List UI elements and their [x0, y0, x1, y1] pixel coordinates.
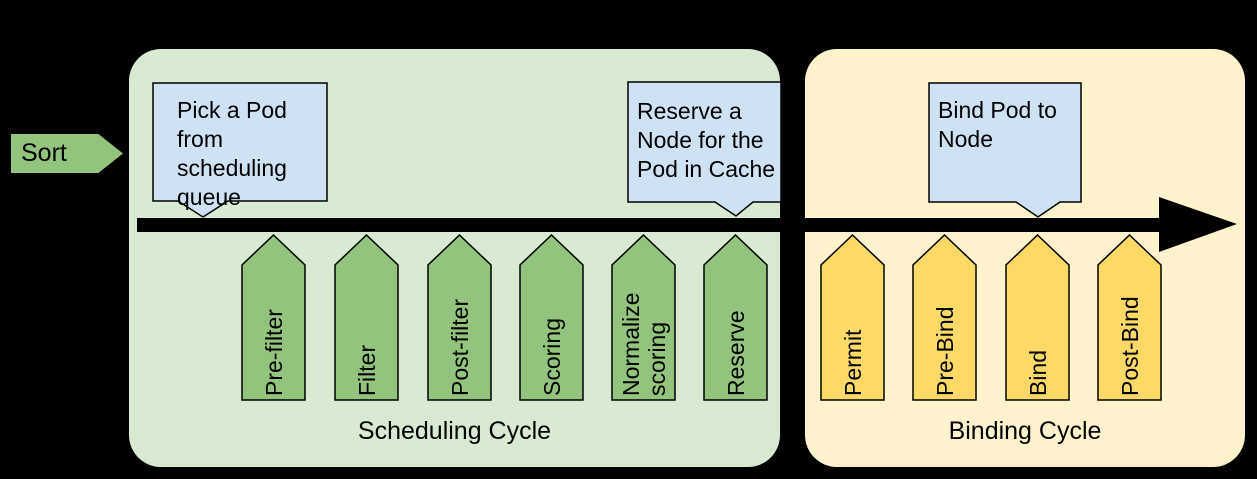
- stage-label: Filter: [353, 344, 380, 396]
- sort-arrow-icon: Sort: [11, 134, 123, 173]
- stage-pre-filter: Pre-filter: [241, 234, 306, 401]
- stage-label: Pre-filter: [260, 308, 287, 396]
- stage-label: Normalize scoring: [617, 292, 670, 396]
- stage-filter: Filter: [334, 234, 399, 401]
- pentagon-shape: [334, 234, 399, 401]
- stage-post-filter: Post-filter: [427, 234, 492, 401]
- callout-text: Reserve a Node for the Pod in Cache: [637, 98, 776, 182]
- callout-bubble-shape: [928, 82, 1082, 218]
- callout-pick-pod: Pick a Pod from scheduling queue: [152, 82, 329, 219]
- pentagon-shape: [241, 234, 306, 401]
- callout-text: Bind Pod to Node: [938, 97, 1057, 152]
- pentagon-shape: [912, 234, 977, 401]
- sort-label: Sort: [21, 139, 67, 167]
- stage-label: Reserve: [722, 310, 749, 396]
- stage-label: Post-Bind: [1116, 296, 1143, 396]
- callout-text: Pick a Pod from scheduling queue: [177, 97, 287, 210]
- stage-label: Bind: [1024, 349, 1051, 396]
- pentagon-shape: [1097, 234, 1162, 401]
- callout-reserve-node: Reserve a Node for the Pod in Cache: [627, 81, 783, 218]
- timeline-arrowhead-icon: [1159, 197, 1237, 252]
- timeline-arrow-shaft: [137, 218, 1161, 232]
- stage-normalize-scoring: Normalize scoring: [611, 234, 676, 401]
- scheduling-cycle-label: Scheduling Cycle: [357, 417, 552, 445]
- pentagon-shape: [703, 234, 768, 401]
- pentagon-shape: [427, 234, 492, 401]
- stage-permit: Permit: [820, 234, 885, 401]
- pentagon-shape: [1005, 234, 1070, 401]
- stage-label: Post-filter: [446, 298, 473, 396]
- stage-reserve: Reserve: [703, 234, 768, 401]
- callout-bubble-shape: [152, 82, 328, 218]
- stage-scoring: Scoring: [519, 234, 584, 401]
- stage-post-bind: Post-Bind: [1097, 234, 1162, 401]
- callout-bubble-shape: [627, 81, 782, 217]
- pentagon-shape: [820, 234, 885, 401]
- pentagon-shape: [519, 234, 584, 401]
- stage-pre-bind: Pre-Bind: [912, 234, 977, 401]
- pentagon-shape: [611, 234, 676, 401]
- stage-label: Scoring: [538, 317, 565, 396]
- stage-label: Pre-Bind: [931, 306, 958, 396]
- stage-label: Permit: [839, 329, 866, 396]
- binding-cycle-label: Binding Cycle: [948, 417, 1102, 445]
- stage-bind: Bind: [1005, 234, 1070, 401]
- callout-bind-pod: Bind Pod to Node: [928, 82, 1083, 219]
